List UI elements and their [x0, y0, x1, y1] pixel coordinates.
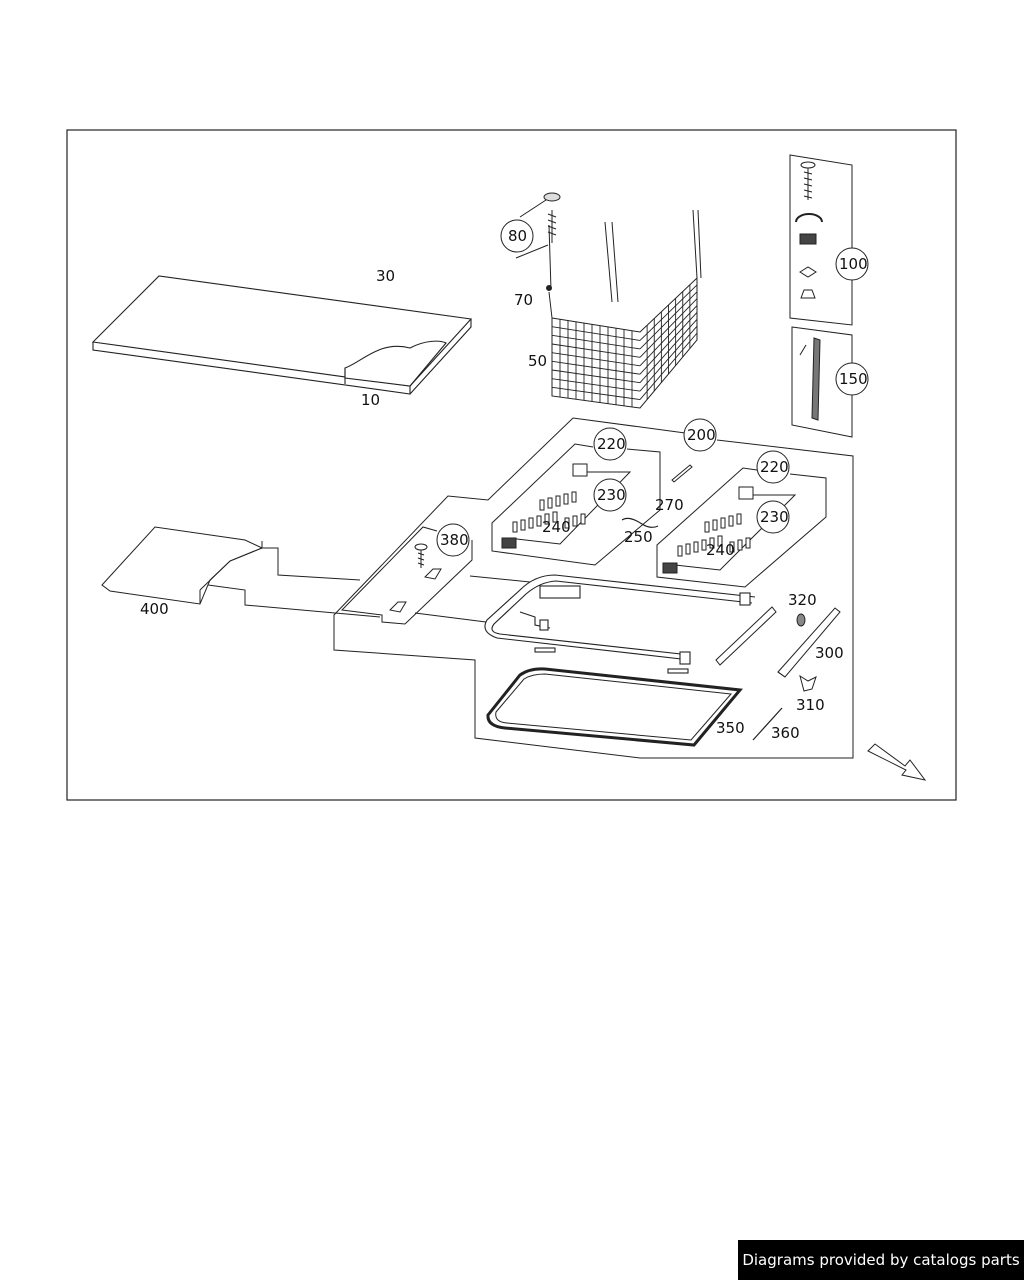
mattress-pad — [91, 275, 473, 395]
label-30: 30 — [376, 267, 395, 285]
label-250: 250 — [624, 528, 653, 546]
clip-250 — [621, 517, 659, 528]
side-strip-300 — [715, 606, 841, 692]
label-230-right: 230 — [760, 508, 789, 526]
label-230-left: 230 — [597, 486, 626, 504]
label-350: 350 — [716, 719, 745, 737]
pin-270 — [671, 464, 693, 483]
label-220-right: 220 — [760, 458, 789, 476]
label-310: 310 — [796, 696, 825, 714]
label-100: 100 — [839, 255, 868, 273]
diagram-frame — [66, 129, 957, 801]
label-380: 380 — [440, 531, 469, 549]
label-220-left: 220 — [597, 435, 626, 453]
label-320: 320 — [788, 591, 817, 609]
label-360: 360 — [771, 724, 800, 742]
label-400: 400 — [140, 600, 169, 618]
mesh-net — [546, 209, 702, 409]
frame-rail — [484, 574, 756, 674]
rod-360 — [752, 707, 783, 741]
label-270: 270 — [655, 496, 684, 514]
label-240-right: 240 — [706, 541, 735, 559]
attribution-footer: Diagrams provided by catalogs parts — [738, 1240, 1024, 1280]
label-10: 10 — [361, 391, 380, 409]
arrow-icon — [867, 743, 927, 781]
label-80: 80 — [508, 227, 527, 245]
hardware-group-380 — [340, 526, 473, 625]
strap-box-150 — [791, 326, 853, 438]
label-240-left: 240 — [542, 518, 571, 536]
label-200: 200 — [687, 426, 716, 444]
label-150: 150 — [839, 370, 868, 388]
assembly-outline-200 — [333, 417, 854, 759]
label-70: 70 — [514, 291, 533, 309]
clip-group-220-left — [491, 443, 661, 566]
clip-group-220-right — [656, 467, 827, 588]
window-gasket-350 — [486, 667, 743, 747]
hardware-box-100 — [789, 154, 853, 326]
label-300: 300 — [815, 644, 844, 662]
connection-lines — [207, 547, 531, 623]
base-plate-400 — [101, 526, 264, 605]
callout-circles — [436, 219, 869, 557]
label-50: 50 — [528, 352, 547, 370]
screw-cap — [515, 192, 561, 259]
